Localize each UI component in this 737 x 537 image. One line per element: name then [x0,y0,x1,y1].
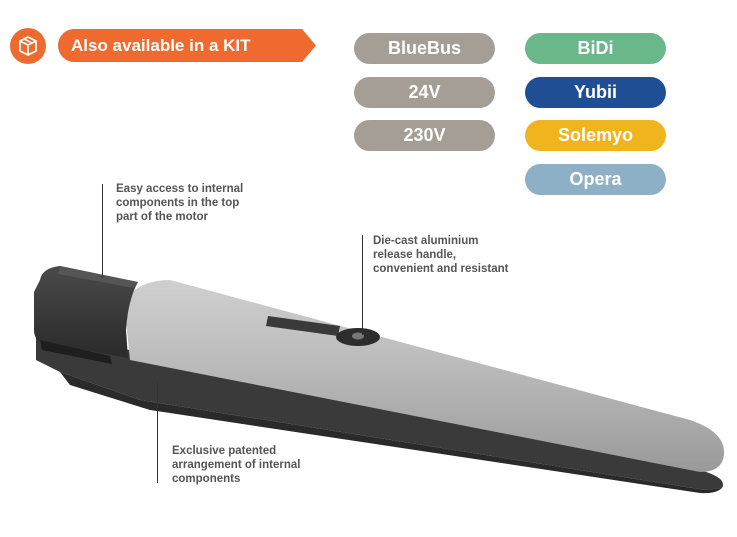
kit-banner-label: Also available in a KIT [71,35,251,55]
callout-release-handle: Die-cast aluminium release handle, conve… [373,235,509,275]
kit-banner[interactable]: Also available in a KIT [58,29,316,62]
callout-leader-patented [157,382,158,483]
tag-bluebus: BlueBus [354,33,495,64]
callout-patented: Exclusive patented arrangement of intern… [172,445,301,485]
tag-bidi: BiDi [525,33,666,64]
callout-leader-top-access [102,184,103,278]
tag-yubii: Yubii [525,77,666,108]
callout-top-access: Easy access to internal components in th… [116,183,244,223]
tag-solemyo: Solemyo [525,120,666,151]
tag-opera: Opera [525,164,666,195]
tag-24v: 24V [354,77,495,108]
tag-230v: 230V [354,120,495,151]
callout-leader-release-handle [362,235,363,335]
box-icon [10,28,46,64]
